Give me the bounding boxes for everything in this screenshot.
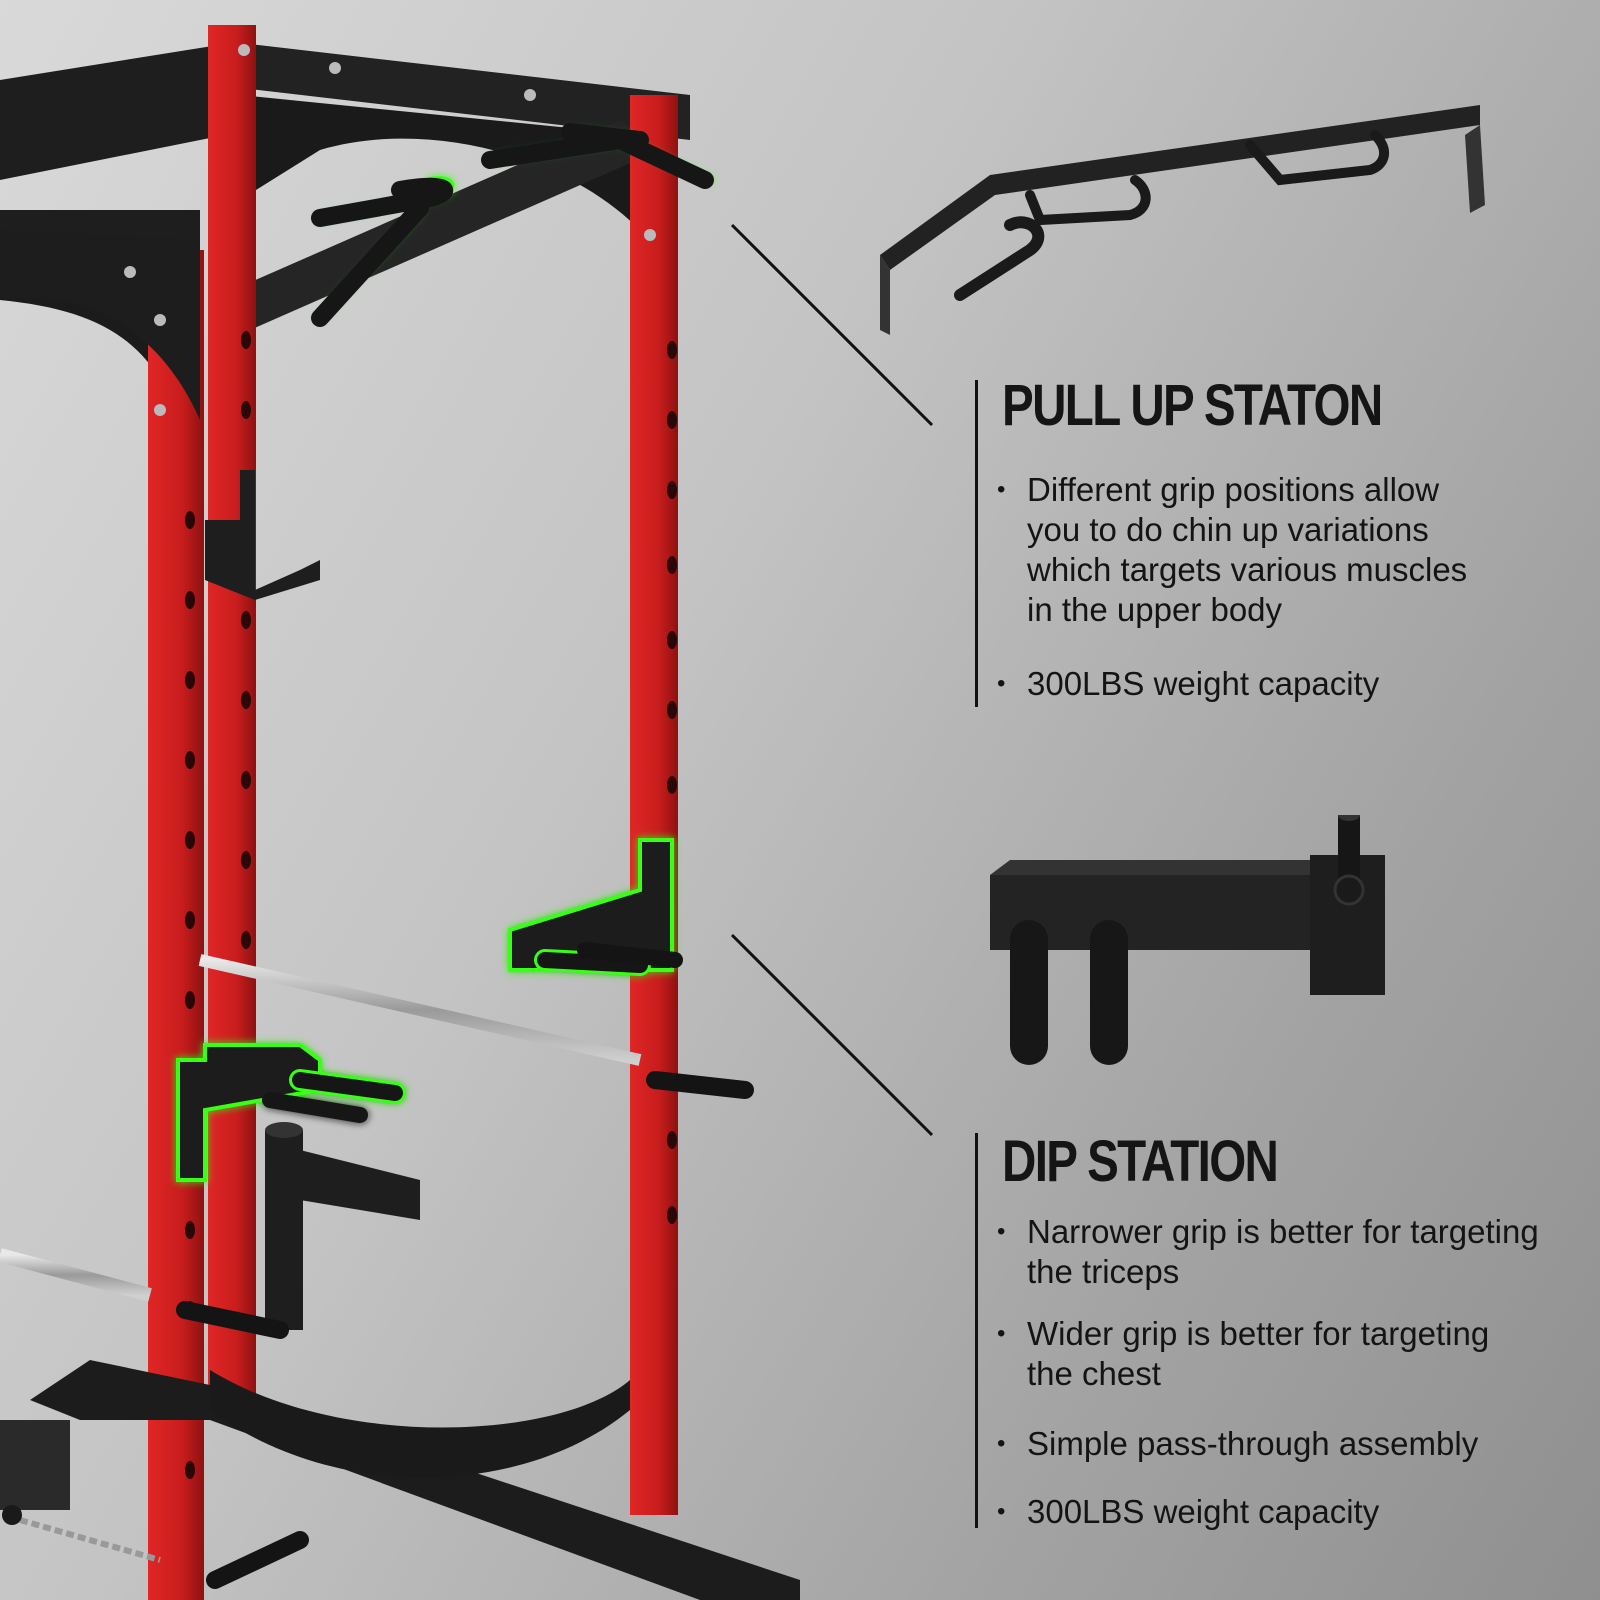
dip-handle-image — [990, 815, 1385, 1065]
pull-up-bullet-list: Different grip positions allow you to do… — [997, 470, 1557, 704]
pull-up-station-title: PULL UP STATON — [1002, 373, 1383, 438]
pull-up-bar-image — [880, 105, 1485, 335]
dip-bullet: Simple pass-through assembly — [997, 1424, 1577, 1464]
dip-divider — [975, 1133, 978, 1528]
dip-bullet: 300LBS weight capacity — [997, 1492, 1577, 1532]
dip-bullet: Wider grip is better for targeting the c… — [997, 1314, 1577, 1394]
dip-bullet: Narrower grip is better for targeting th… — [997, 1212, 1577, 1292]
dip-station-title: DIP STATION — [1002, 1129, 1279, 1194]
pull-up-bullet: 300LBS weight capacity — [997, 664, 1557, 704]
dip-bullet-list: Narrower grip is better for targeting th… — [997, 1212, 1577, 1532]
pull-up-divider — [975, 380, 978, 707]
pull-up-bullet: Different grip positions allow you to do… — [997, 470, 1557, 630]
